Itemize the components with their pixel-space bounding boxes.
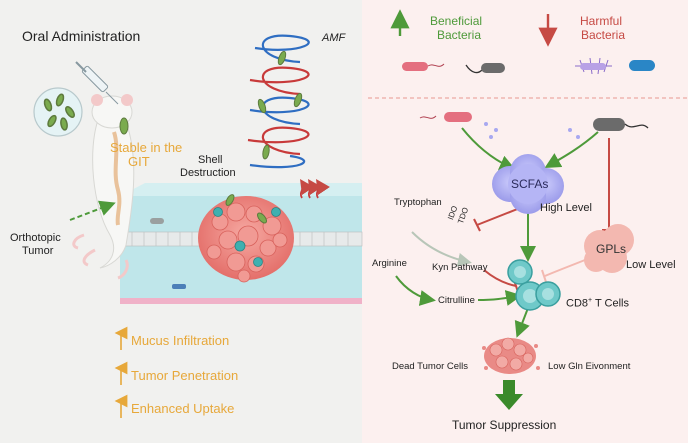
gpls-label: GPLs bbox=[596, 242, 627, 256]
suppression-arrow-icon bbox=[495, 380, 523, 410]
bacteria-row-lower bbox=[419, 112, 649, 139]
tumor-suppression-label: Tumor Suppression bbox=[452, 418, 557, 432]
harmful-bacteria-label-line2: Bacteria bbox=[581, 28, 626, 42]
gpls-low-level-label: Low Level bbox=[626, 259, 676, 271]
orthotopic-tumor-label-line2: Tumor bbox=[22, 245, 54, 257]
citrulline-label: Citrulline bbox=[438, 295, 475, 306]
cd8-prefix: CD8 bbox=[566, 297, 589, 310]
scfas-high-level-label: High Level bbox=[540, 202, 592, 214]
amf-label: AMF bbox=[322, 32, 346, 44]
low-gln-label: Low Gln Eivonment bbox=[548, 361, 631, 372]
tumor-mass bbox=[198, 194, 294, 283]
mouse-illustration bbox=[72, 94, 135, 280]
shell-destruction-label-line2: Destruction bbox=[180, 167, 236, 179]
oral-administration-title: Oral Administration bbox=[22, 28, 141, 44]
gpls-blob bbox=[584, 224, 634, 273]
harmful-bacteria-label-line1: Harmful bbox=[580, 14, 623, 28]
dead-tumor-cells bbox=[482, 337, 540, 374]
shell-destruction-label-line1: Shell bbox=[198, 154, 223, 166]
bacteria-row-top bbox=[402, 57, 655, 75]
syringe-illustration bbox=[33, 61, 129, 137]
orthotopic-tumor-label-line1: Orthotopic bbox=[10, 232, 61, 244]
cd8-t-cells-label: CD8+ T Cells bbox=[566, 297, 629, 310]
beneficial-bacteria-label-line1: Beneficial bbox=[430, 14, 483, 28]
scfas-label: SCFAs bbox=[511, 177, 549, 191]
cd8-suffix: T Cells bbox=[592, 297, 629, 310]
beneficial-bacteria-label-line2: Bacteria bbox=[437, 28, 482, 42]
amf-helix bbox=[247, 34, 310, 169]
arginine-label: Arginine bbox=[372, 258, 407, 269]
cd8-t-cells bbox=[507, 259, 561, 311]
kyn-pathway-label: Kyn Pathway bbox=[432, 262, 488, 273]
cd8-superscript: + bbox=[588, 297, 593, 304]
stable-git-label-line2: GIT bbox=[128, 154, 150, 169]
dead-tumor-cells-label: Dead Tumor Cells bbox=[392, 361, 469, 372]
benefit-mucus-infiltration: Mucus Infiltration bbox=[131, 333, 230, 348]
tryptophan-label: Tryptophan bbox=[394, 197, 442, 208]
stable-git-label-line1: Stable in the bbox=[110, 140, 183, 155]
scfas-cloud bbox=[492, 154, 564, 214]
benefit-enhanced-uptake: Enhanced Uptake bbox=[131, 401, 235, 416]
benefit-tumor-penetration: Tumor Penetration bbox=[131, 368, 239, 383]
heat-waves-icon bbox=[299, 179, 330, 199]
